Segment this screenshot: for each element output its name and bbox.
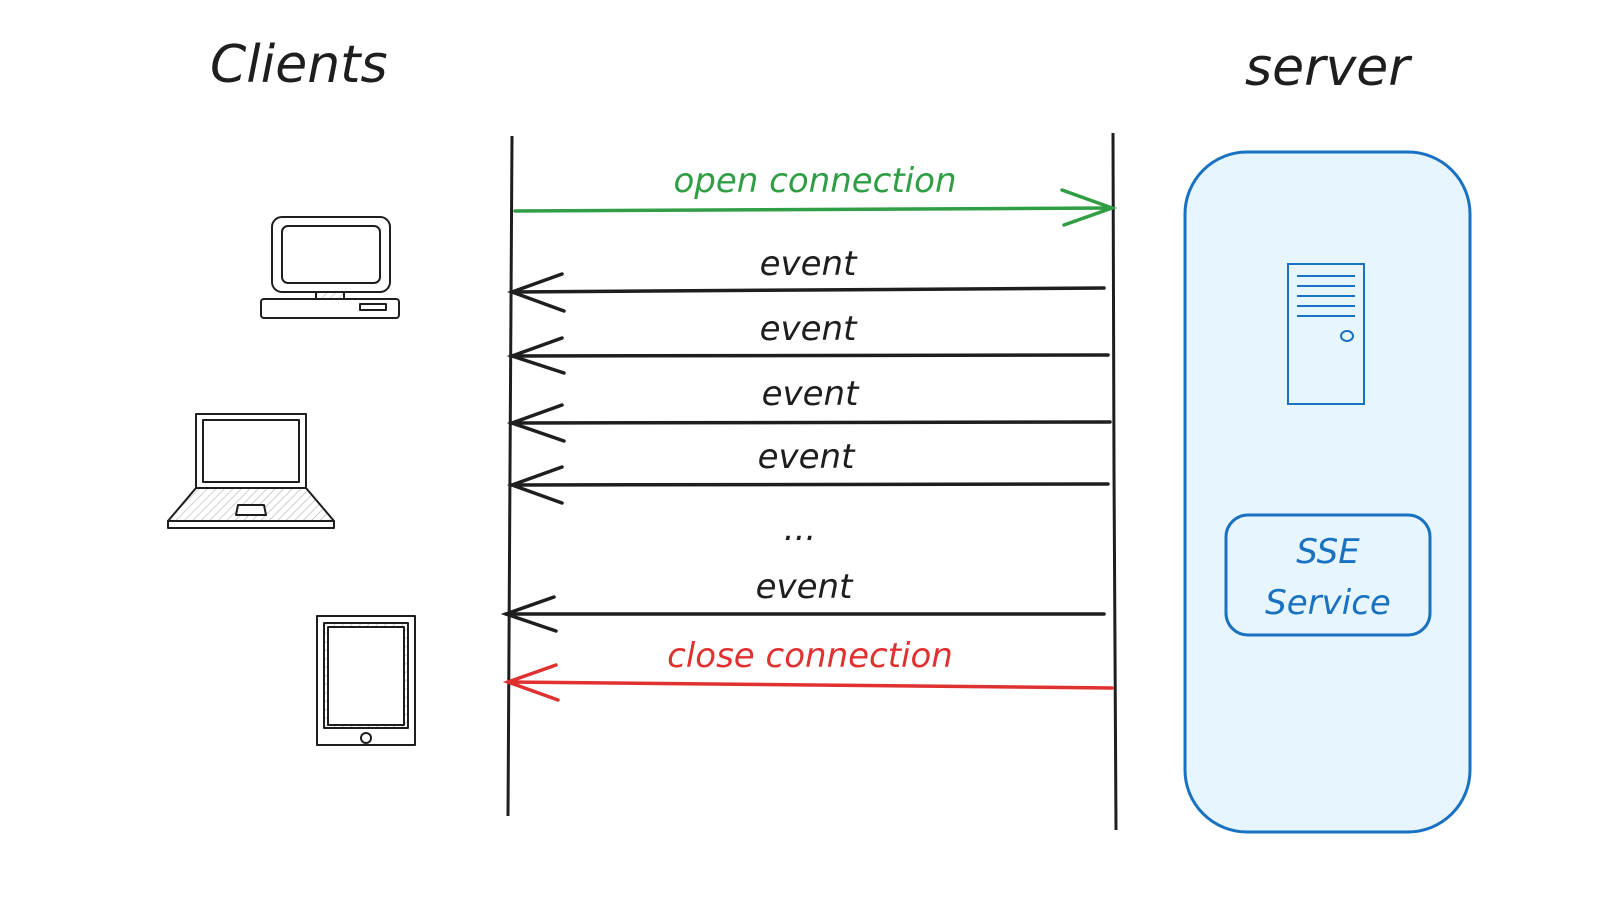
open-connection-arrow	[513, 188, 1118, 227]
clients-title: Clients	[210, 35, 388, 95]
sse-service-label-line2: Service	[1265, 583, 1391, 623]
server-tower-icon	[1287, 263, 1365, 405]
sse-service-box	[1224, 513, 1432, 637]
server-title: server	[1245, 38, 1413, 98]
event-arrow-1	[506, 272, 1106, 313]
desktop-computer-icon	[260, 216, 400, 319]
server-lifeline	[1111, 132, 1118, 831]
close-connection-arrow	[502, 663, 1114, 702]
event-label-1: event	[760, 244, 859, 284]
event-arrow-3	[506, 403, 1112, 443]
client-lifeline	[506, 135, 514, 817]
event-arrow-2	[506, 336, 1110, 375]
sse-service-label-line1: SSE	[1296, 532, 1360, 572]
laptop-icon	[167, 413, 335, 529]
event-label-5: event	[756, 567, 855, 607]
event-label-4: event	[758, 437, 857, 477]
more-events-ellipsis: ...	[784, 509, 816, 549]
event-arrow-4	[506, 465, 1110, 505]
tablet-icon	[316, 615, 416, 746]
open-connection-label: open connection	[674, 161, 957, 201]
event-label-3: event	[762, 374, 861, 414]
close-connection-label: close connection	[667, 636, 953, 676]
event-label-2: event	[760, 309, 859, 349]
event-arrow-5	[500, 595, 1106, 633]
server-container	[1183, 150, 1472, 834]
